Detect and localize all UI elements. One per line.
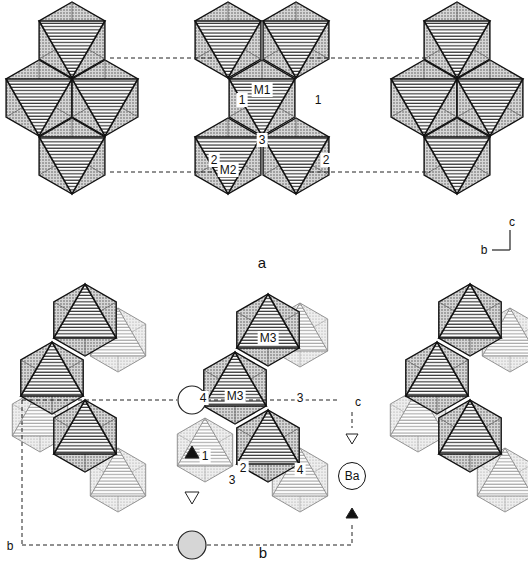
site-label: b bbox=[479, 243, 490, 257]
octahedron bbox=[21, 342, 83, 414]
site-label: M1 bbox=[252, 83, 273, 97]
site-label: M3 bbox=[258, 331, 279, 345]
site-label: M2 bbox=[218, 163, 239, 177]
octahedron bbox=[263, 118, 329, 194]
site-label: 3 bbox=[257, 133, 268, 147]
octahedron bbox=[439, 400, 501, 472]
site-label: c bbox=[507, 215, 517, 229]
site-label: 2 bbox=[321, 153, 332, 167]
site-label: 4 bbox=[295, 463, 306, 477]
site-label: 1 bbox=[237, 93, 248, 107]
atom-circle: Ba bbox=[338, 462, 366, 490]
octahedron bbox=[424, 118, 490, 194]
octahedron bbox=[237, 410, 299, 482]
octahedron bbox=[195, 118, 261, 194]
octahedron bbox=[54, 284, 116, 356]
site-label: 1 bbox=[200, 449, 211, 463]
octahedron bbox=[39, 118, 105, 194]
octahedron bbox=[54, 400, 116, 472]
site-label: 1 bbox=[313, 93, 324, 107]
site-label: c bbox=[353, 395, 363, 409]
site-label: b bbox=[5, 539, 16, 553]
octahedron bbox=[204, 352, 266, 424]
octahedron bbox=[177, 418, 232, 482]
octahedron bbox=[439, 284, 501, 356]
octahedron bbox=[237, 294, 299, 366]
site-label: 3 bbox=[295, 391, 306, 405]
site-label: 4 bbox=[198, 391, 209, 405]
panel-letter: b bbox=[257, 544, 269, 561]
octahedron bbox=[406, 342, 468, 414]
site-label: 2 bbox=[238, 461, 249, 475]
atom-label: Ba bbox=[345, 470, 360, 482]
site-label: 3 bbox=[227, 473, 238, 487]
panel-letter: a bbox=[256, 254, 268, 271]
site-label: M3 bbox=[225, 389, 246, 403]
